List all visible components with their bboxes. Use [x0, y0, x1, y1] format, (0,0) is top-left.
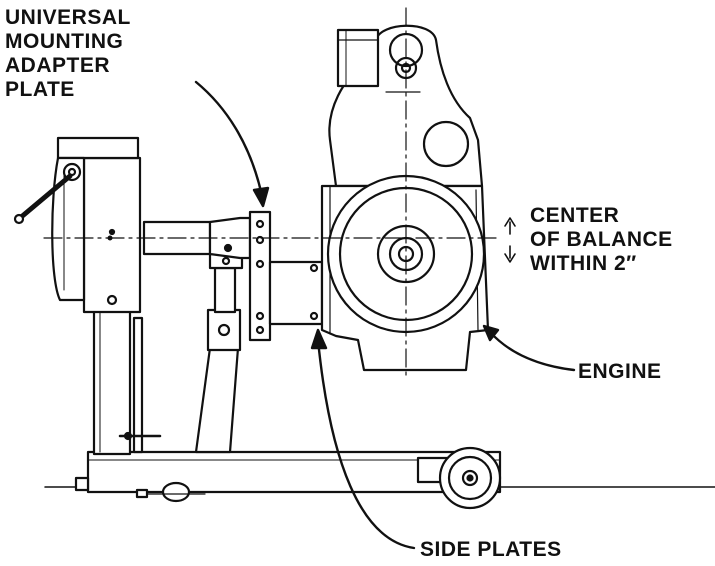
leader-engine: [482, 324, 576, 372]
crank-handle: [13, 162, 82, 225]
adapter-plate: [248, 210, 272, 342]
hydraulic-jack: [194, 252, 244, 454]
engine-side-boss: [422, 120, 470, 168]
front-wheel: [438, 446, 502, 510]
leader-side-plates: [310, 328, 416, 550]
engine-label: ENGINE: [578, 360, 662, 383]
stand-column: [82, 156, 142, 456]
adapter-plate-label-line-2: MOUNTING: [5, 30, 124, 53]
column-head: [51, 136, 140, 302]
adapter-plate-label: UNIVERSAL MOUNTING ADAPTER PLATE: [5, 6, 131, 102]
center-of-balance-label: CENTER OF BALANCE WITHIN 2″: [530, 204, 673, 276]
center-of-balance-line-3: WITHIN 2″: [530, 252, 637, 275]
center-of-balance-line-1: CENTER: [530, 204, 620, 227]
leader-adapter-plate: [194, 80, 270, 208]
adapter-plate-label-line-4: PLATE: [5, 78, 75, 101]
rear-caster: [135, 481, 206, 503]
adapter-plate-label-line-3: ADAPTER: [5, 54, 111, 77]
side-plates: [268, 260, 324, 326]
center-of-balance-line-2: OF BALANCE: [530, 228, 673, 251]
side-plates-label: SIDE PLATES: [420, 538, 562, 561]
pivot-point: [107, 235, 113, 241]
adapter-plate-label-line-1: UNIVERSAL: [5, 6, 131, 29]
brace-rod: [118, 316, 162, 454]
stand-base: [74, 450, 502, 494]
filter-canister: [336, 28, 380, 88]
balance-arrows: [504, 217, 516, 263]
